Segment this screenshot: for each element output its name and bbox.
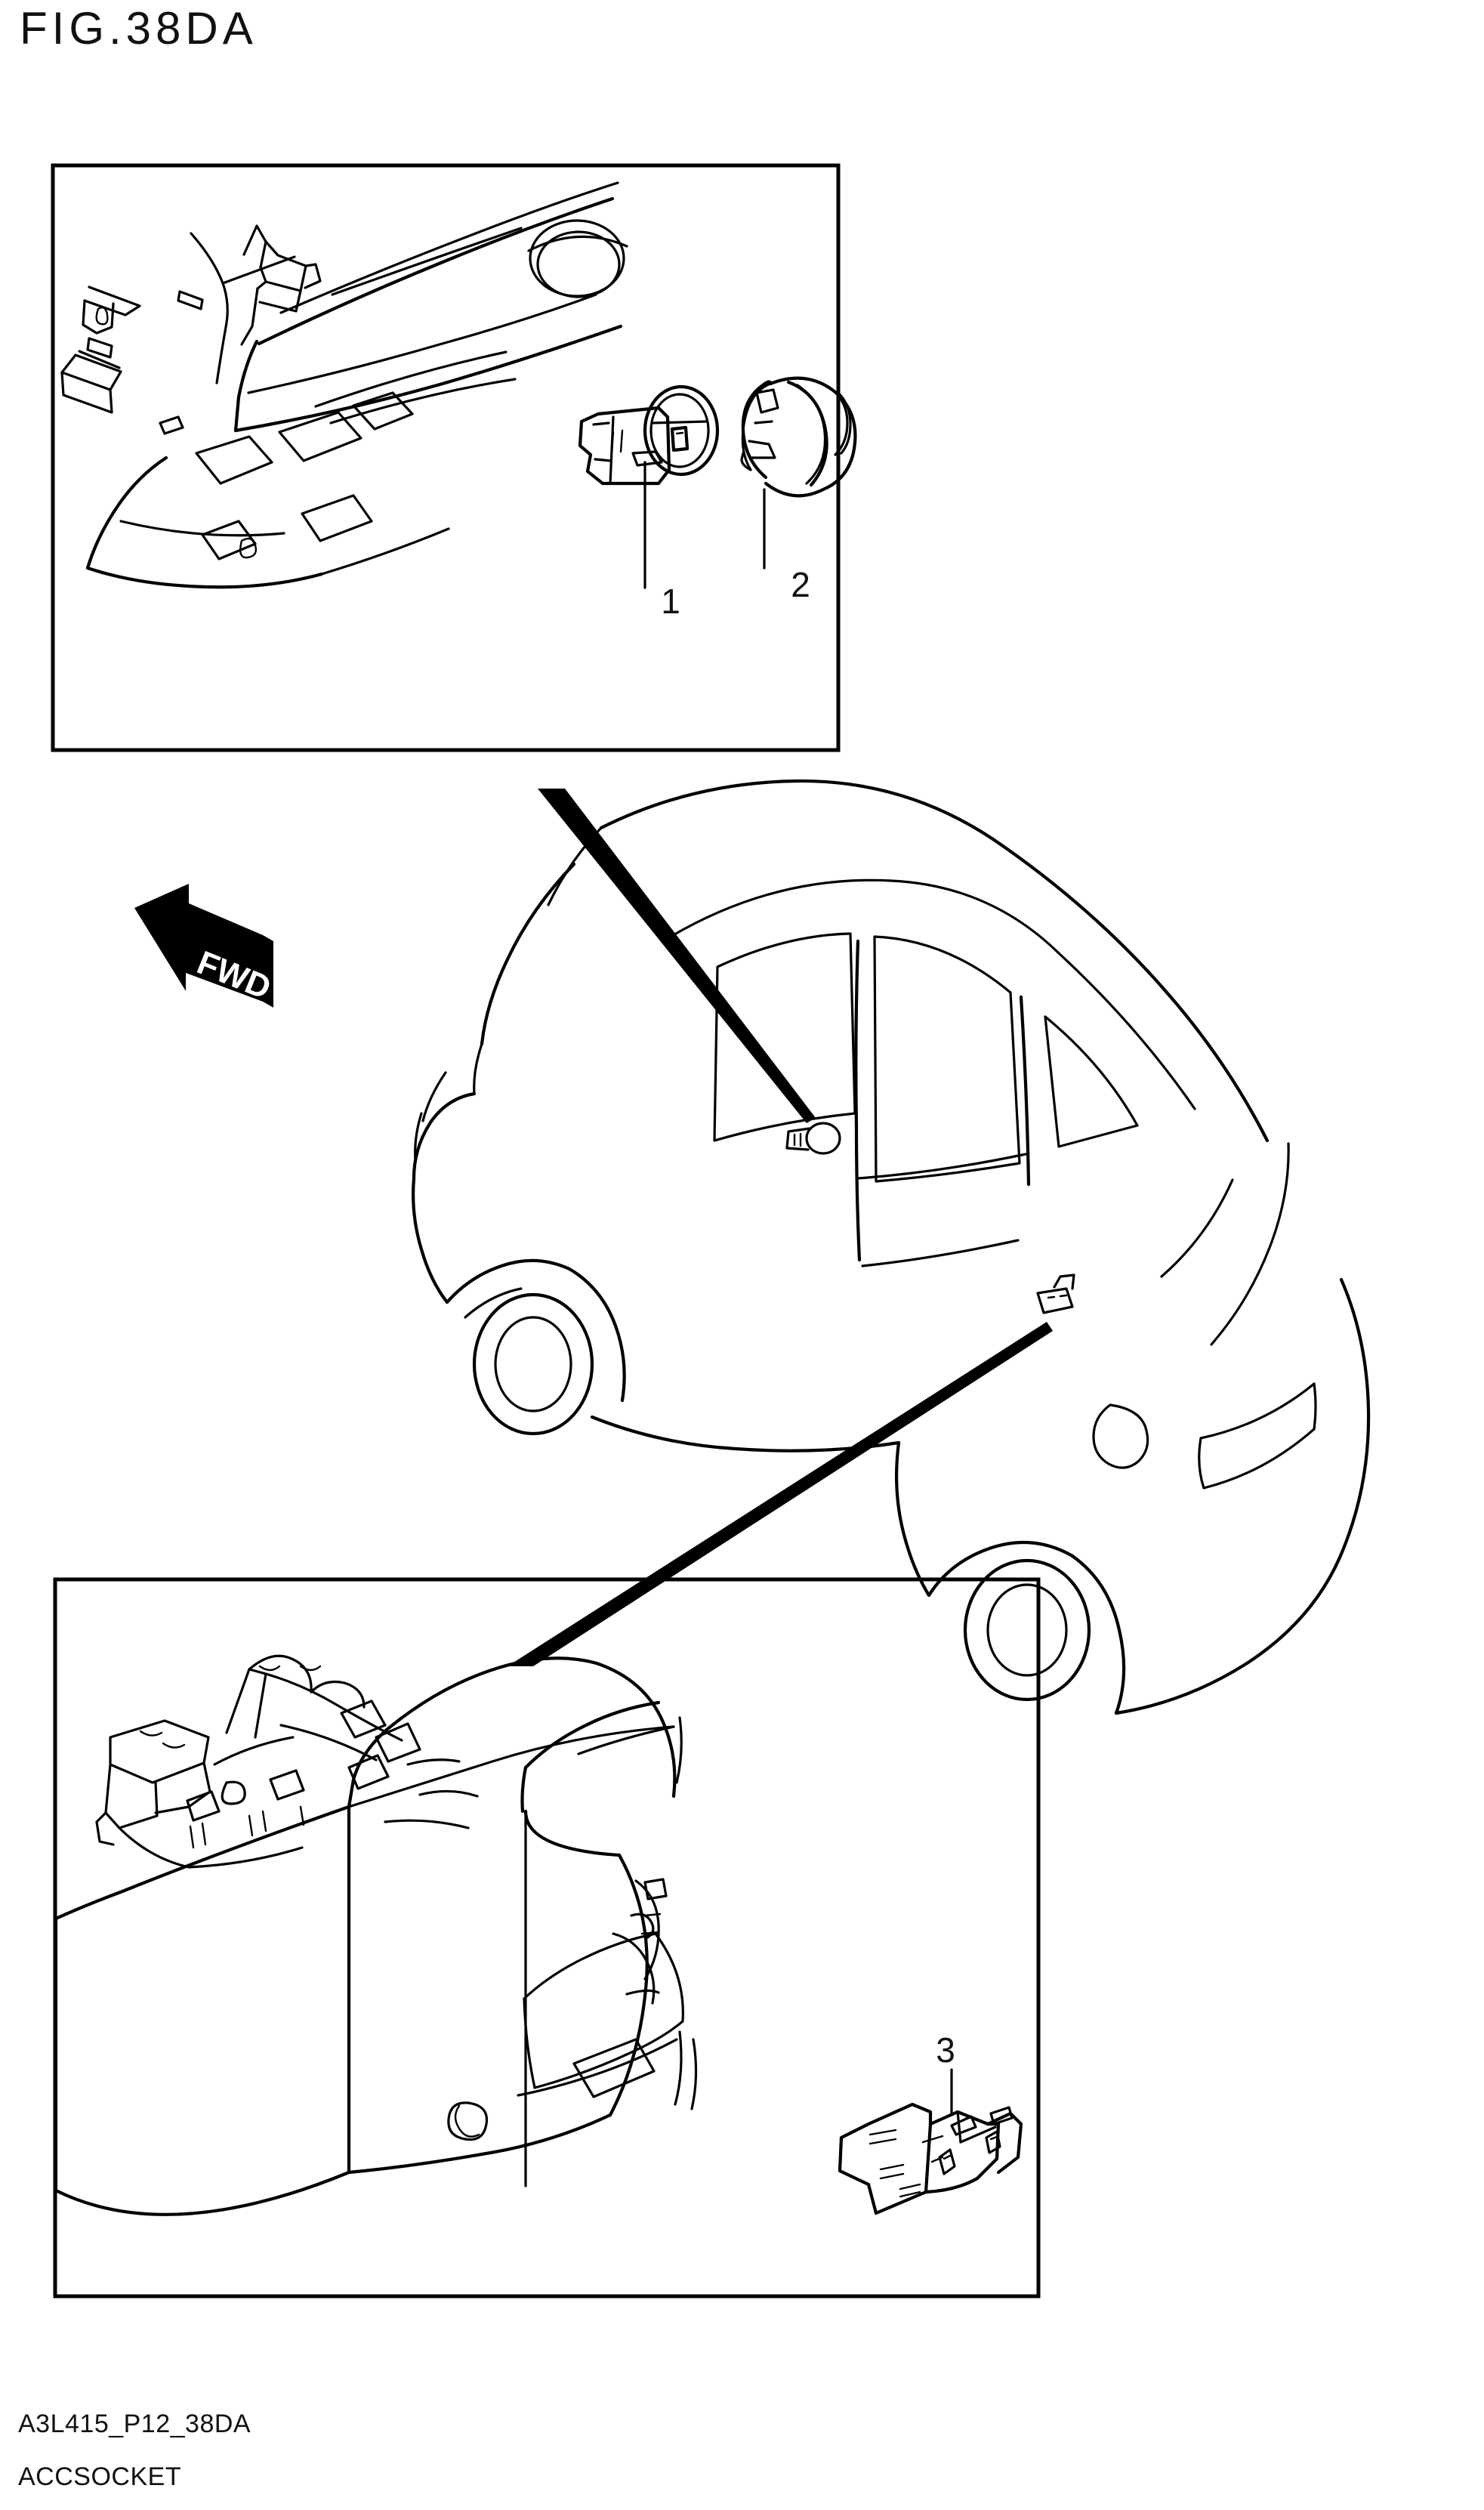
callout-number-3: 3 bbox=[936, 2030, 955, 2070]
fwd-arrow-marker: FWD bbox=[134, 884, 276, 1008]
callout-number-1: 1 bbox=[661, 582, 680, 621]
instrument-panel-artwork bbox=[60, 181, 628, 589]
part-3-accessory-socket-module bbox=[838, 2068, 1023, 2215]
leader-wedge-top-to-vehicle bbox=[538, 789, 816, 1123]
leader-wedge-vehicle-to-bottom bbox=[508, 1322, 1053, 1666]
console-bracket-artwork bbox=[95, 1654, 479, 1869]
bottom-detail-panel-frame bbox=[53, 1577, 1041, 2299]
callout-number-2: 2 bbox=[791, 565, 810, 604]
footer-assembly-name: ACCSOCKET bbox=[18, 2462, 182, 2491]
vehicle-front-socket-mark bbox=[785, 1122, 841, 1155]
footer-drawing-code: A3L415_P12_38DA bbox=[18, 2410, 251, 2438]
part-2-socket-cap bbox=[740, 376, 857, 570]
top-detail-panel-frame bbox=[51, 163, 841, 752]
vehicle-rear-socket-mark bbox=[1036, 1274, 1075, 1314]
vehicle-outline bbox=[412, 779, 1371, 1715]
page-title: FIG.38DA bbox=[20, 3, 258, 54]
rear-console-artwork bbox=[54, 1654, 698, 2216]
part-1-cigarette-lighter-socket bbox=[578, 384, 720, 589]
